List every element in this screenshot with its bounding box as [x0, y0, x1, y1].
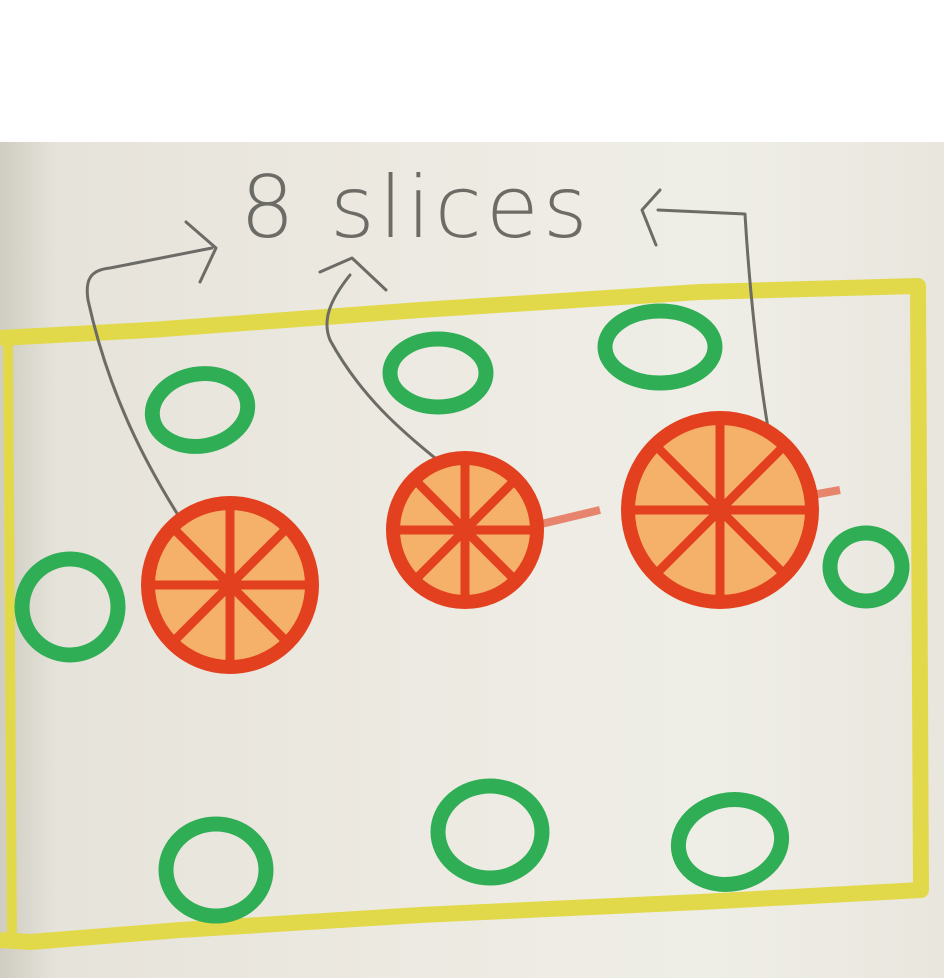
arrow-middle-head [318, 256, 388, 292]
olive [14, 551, 126, 663]
pepperoni-3 [621, 411, 841, 609]
blank-margin [0, 0, 944, 142]
olives [14, 303, 910, 924]
olive [822, 525, 910, 609]
olive [597, 303, 723, 391]
arrow-right-head [640, 188, 662, 247]
arrow-right [656, 208, 770, 430]
arrow-left-head [184, 220, 218, 284]
pepperoni-1 [141, 496, 319, 674]
arrow-left [85, 246, 214, 517]
handwritten-caption: 8 slices [240, 158, 592, 258]
olive [144, 366, 256, 454]
arrow-middle [325, 273, 442, 464]
pepperoni-2 [386, 451, 601, 609]
pencil-arrows [85, 188, 770, 517]
olive [430, 778, 550, 886]
olive [670, 792, 790, 892]
pan-border [0, 278, 929, 950]
olive [158, 816, 274, 924]
olive [382, 331, 494, 415]
